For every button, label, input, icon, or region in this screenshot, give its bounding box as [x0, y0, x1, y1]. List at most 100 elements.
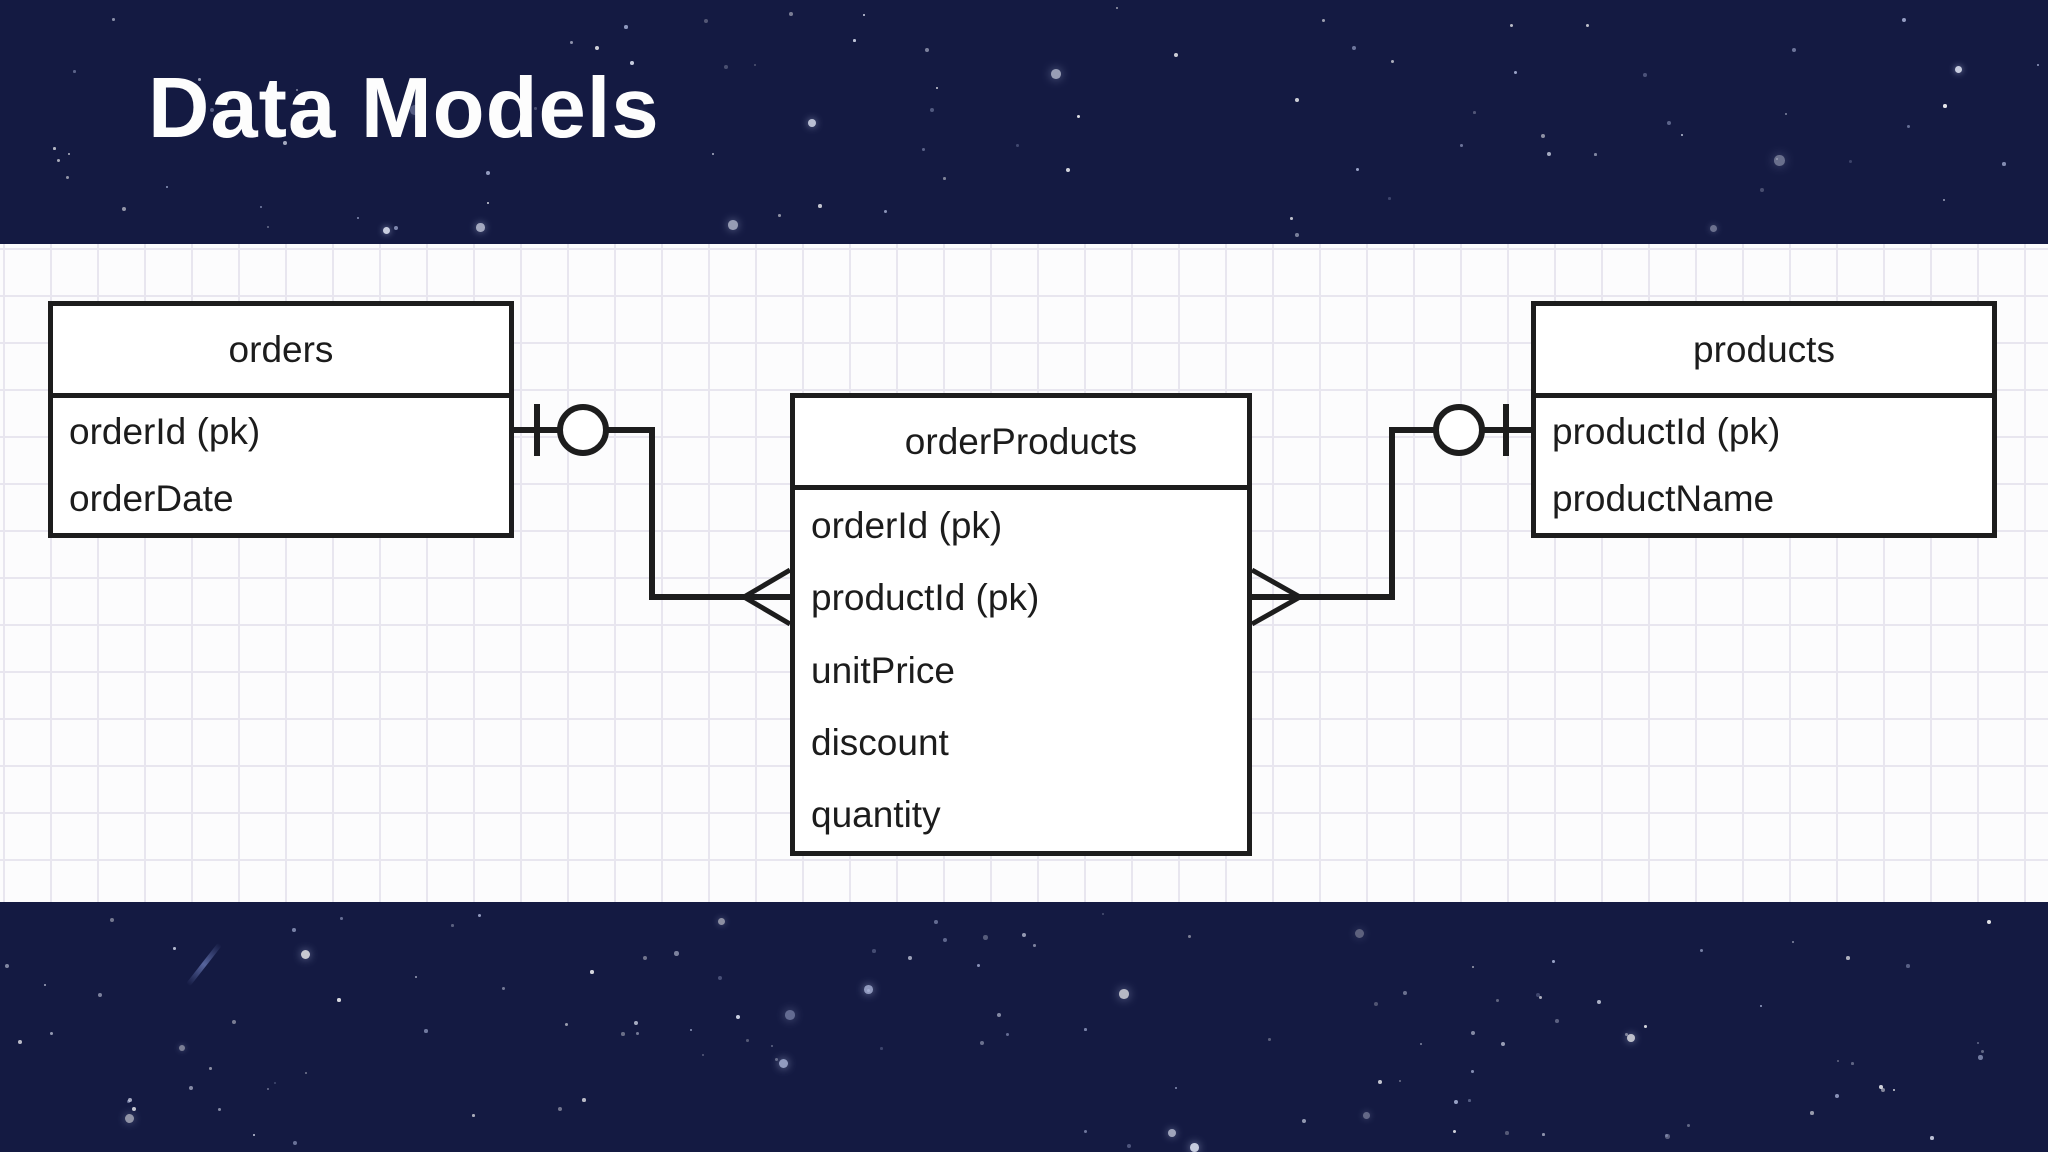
star: [1403, 991, 1407, 995]
entity-orderproducts-fields: orderId (pk) productId (pk) unitPrice di…: [795, 490, 1247, 851]
star: [702, 1054, 705, 1057]
star: [704, 19, 708, 23]
star: [1978, 1055, 1983, 1060]
star: [943, 938, 948, 943]
star: [778, 214, 781, 217]
star: [98, 993, 103, 998]
star: [1302, 1119, 1307, 1124]
star: [1792, 941, 1795, 944]
star: [746, 1039, 749, 1042]
star: [50, 1032, 53, 1035]
star: [128, 1098, 133, 1103]
star: [173, 947, 176, 950]
star: [558, 1107, 562, 1111]
star: [1352, 46, 1356, 50]
star: [1471, 1070, 1474, 1073]
star: [634, 1021, 639, 1026]
star: [674, 951, 679, 956]
star: [754, 64, 757, 67]
star: [1472, 966, 1475, 969]
star: [1388, 197, 1391, 200]
star: [775, 1058, 779, 1062]
star: [451, 924, 454, 927]
star: [1849, 160, 1853, 164]
star: [1514, 71, 1518, 75]
star: [1987, 920, 1991, 924]
star: [487, 202, 490, 205]
star: [337, 998, 341, 1002]
star: [2002, 162, 2006, 166]
star: [1473, 111, 1476, 114]
entity-products: products productId (pk) productName: [1531, 301, 1997, 538]
star: [936, 87, 939, 90]
star: [1174, 53, 1179, 58]
star: [478, 914, 482, 918]
star: [997, 1013, 1002, 1018]
entity-field: orderId (pk): [69, 410, 261, 452]
star: [1597, 1000, 1602, 1005]
star: [122, 207, 127, 212]
entity-orderproducts-title: orderProducts: [795, 398, 1247, 490]
star: [424, 1029, 428, 1033]
star: [1776, 158, 1779, 161]
star: [274, 1082, 277, 1085]
star: [712, 153, 715, 156]
entity-field: orderId (pk): [811, 505, 1003, 547]
star: [5, 964, 10, 969]
star: [66, 176, 70, 180]
star: [624, 25, 628, 29]
star: [502, 987, 505, 990]
star: [2037, 64, 2040, 67]
star: [1102, 913, 1104, 915]
star: [1943, 104, 1947, 108]
star: [1175, 1087, 1178, 1090]
star: [112, 18, 115, 21]
entity-products-title: products: [1536, 306, 1992, 398]
star: [595, 46, 600, 51]
star: [718, 976, 723, 981]
star: [1667, 121, 1672, 126]
star: [724, 65, 728, 69]
star: [127, 1100, 130, 1103]
star: [1881, 1088, 1886, 1093]
star: [1356, 168, 1360, 172]
star: [1644, 1025, 1647, 1028]
star: [925, 48, 930, 53]
star: [1906, 964, 1910, 968]
star: [1955, 66, 1963, 74]
star: [1643, 73, 1647, 77]
star: [1981, 1050, 1984, 1053]
star: [1378, 1080, 1382, 1084]
star: [1168, 1129, 1176, 1137]
entity-field: quantity: [811, 793, 941, 835]
star: [785, 1010, 795, 1020]
star: [1119, 989, 1129, 999]
star: [476, 223, 485, 232]
star: [1188, 935, 1191, 938]
star: [565, 1023, 568, 1026]
star: [340, 917, 343, 920]
star: [1586, 24, 1590, 28]
star: [1555, 1019, 1559, 1023]
star: [621, 1032, 625, 1036]
star: [908, 956, 912, 960]
star: [867, 989, 870, 992]
star: [1665, 1134, 1670, 1139]
star: [1541, 134, 1546, 139]
star: [1066, 168, 1071, 173]
star: [1051, 69, 1061, 79]
star: [1505, 1131, 1509, 1135]
star: [1290, 217, 1293, 220]
star: [68, 153, 71, 156]
star: [218, 1108, 222, 1112]
star: [1295, 98, 1300, 103]
star: [209, 1067, 212, 1070]
star: [1681, 134, 1684, 137]
star: [1374, 1002, 1379, 1007]
star: [789, 12, 793, 16]
star: [301, 950, 311, 960]
star: [1710, 225, 1718, 233]
star: [1977, 1042, 1980, 1045]
star: [1391, 60, 1395, 64]
